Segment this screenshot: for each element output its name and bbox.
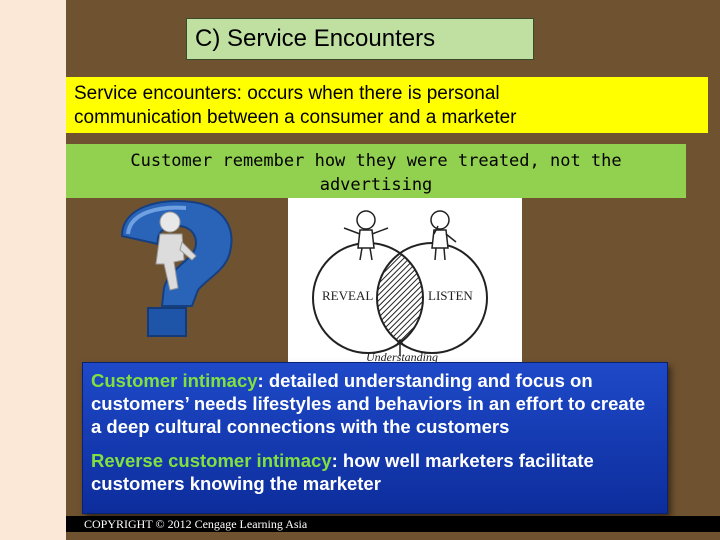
slide-title: C) Service Encounters [186,18,534,60]
highlight-line-1: Customer remember how they were treated,… [130,151,622,171]
venn-diagram: REVEAL LISTEN Understanding [288,198,522,366]
reverse-intimacy-definition: : how well marketers facilitate customer… [91,450,594,494]
slide-title-text: C) Service Encounters [195,25,436,52]
reverse-intimacy-term: Reverse customer intimacy [91,450,332,471]
left-margin-strip [0,0,66,540]
listener-figure-icon [430,210,457,261]
highlight-box: Customer remember how they were treated,… [66,144,686,198]
understanding-label: Understanding [366,350,438,364]
speaker-figure-icon [343,210,389,261]
customer-intimacy-term: Customer intimacy [91,370,258,391]
reverse-intimacy-paragraph: Reverse customer intimacy: how well mark… [91,449,659,495]
intimacy-box: Customer intimacy: detailed understandin… [82,362,668,514]
question-mark-figure-icon [120,200,233,337]
arrow-head-icon [395,338,405,347]
reveal-label: REVEAL [322,288,373,303]
definition-line-1: Service encounters: occurs when there is… [74,83,500,104]
highlight-line-2: advertising [319,175,433,195]
copyright-footer: COPYRIGHT © 2012 Cengage Learning Asia [66,516,720,532]
listen-label: LISTEN [428,288,473,303]
customer-intimacy-paragraph: Customer intimacy: detailed understandin… [91,369,659,438]
customer-intimacy-definition: : detailed understanding and focus on cu… [91,370,646,437]
definition-line-2: communication between a consumer and a m… [74,107,517,128]
definition-box: Service encounters: occurs when there is… [66,77,708,133]
